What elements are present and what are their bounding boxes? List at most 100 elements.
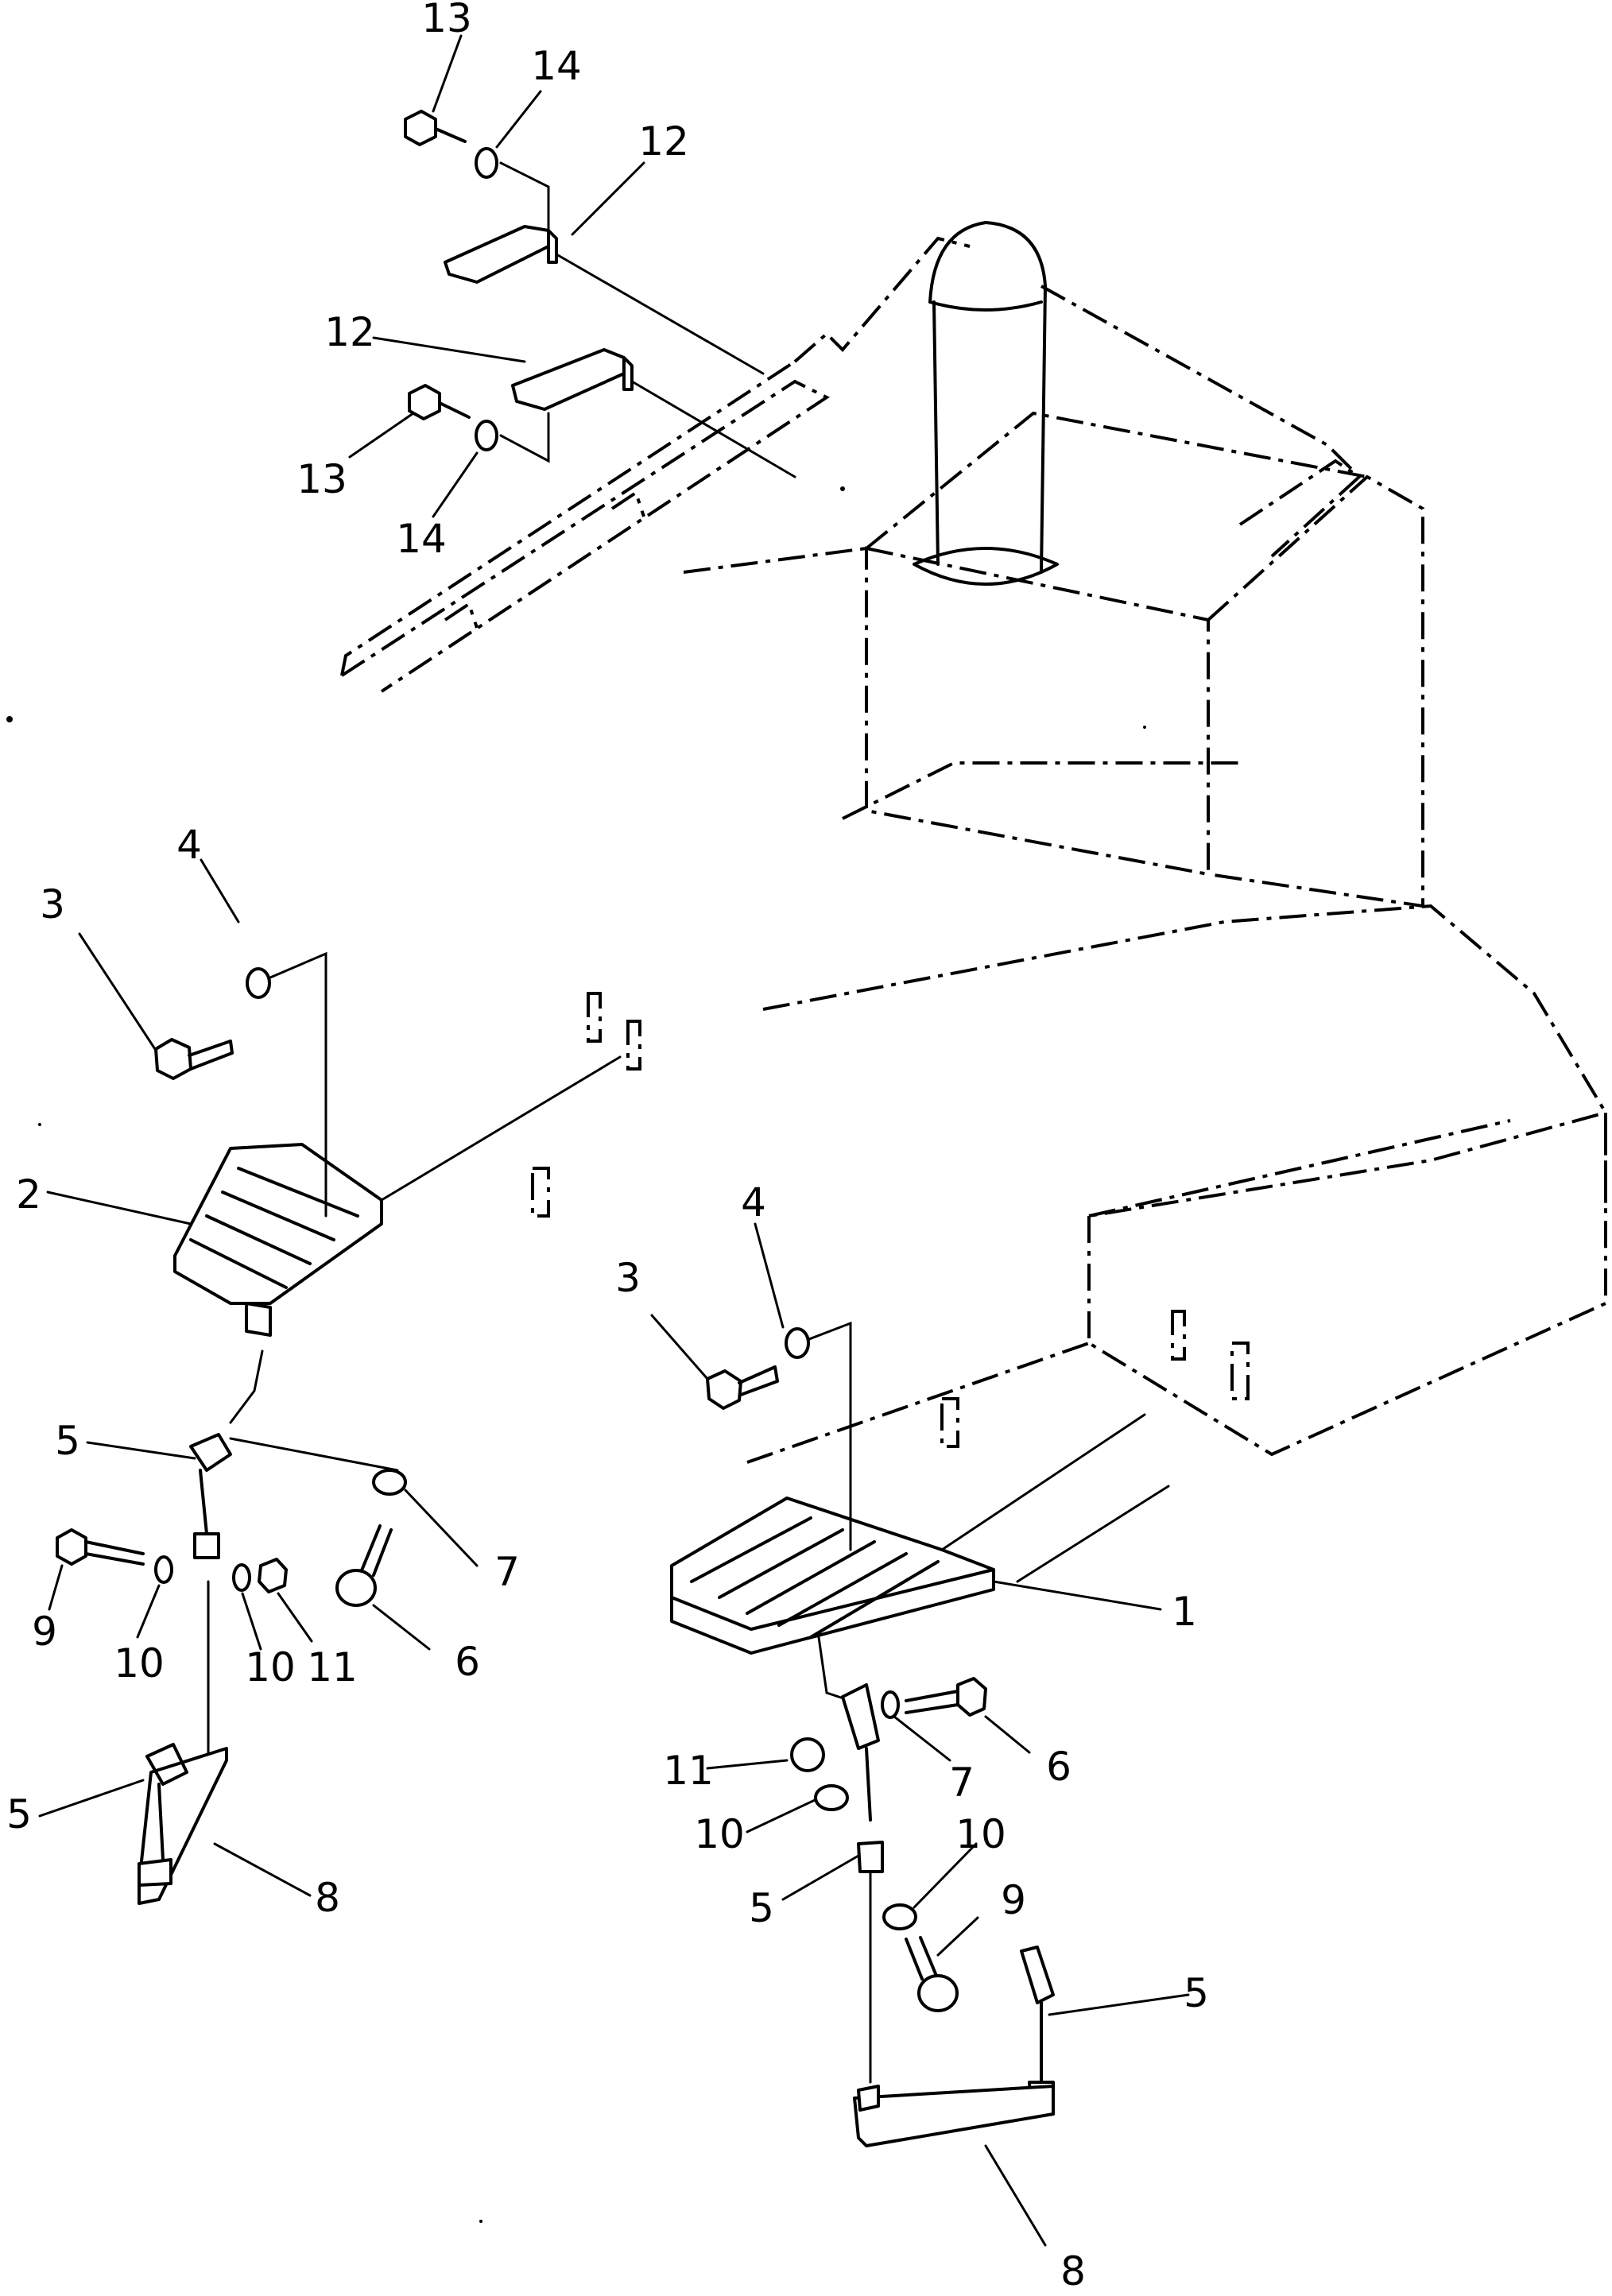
cable-clevis — [841, 1683, 880, 1750]
handle-mount-lines — [555, 253, 796, 478]
cable-5-left-upper — [189, 1433, 232, 1559]
side-box-top-edge — [1088, 1119, 1511, 1218]
step-left-mount-line — [380, 1055, 622, 1202]
bolt-shank — [738, 1365, 779, 1396]
callout-5-right-upper: 5 — [749, 1885, 774, 1931]
bolt-shank — [905, 1936, 938, 1980]
bolt-head — [706, 1369, 742, 1410]
bolt-head — [404, 110, 437, 146]
cab-side-face — [1207, 474, 1424, 908]
handrail-rear — [793, 236, 971, 363]
washer-4-left — [246, 967, 271, 999]
leader-lines — [38, 34, 1190, 2247]
handrail-right-end — [1238, 459, 1362, 558]
cable-clevis — [189, 1433, 232, 1472]
washer-10-right-a — [814, 1784, 849, 1811]
exhaust-pipe — [913, 221, 1059, 586]
callout-10-left-b: 10 — [245, 1644, 296, 1690]
cable-end — [193, 1532, 220, 1559]
step-left — [173, 1143, 383, 1337]
step-left-bolt-line — [269, 951, 327, 1218]
exhaust-pipe-base — [913, 547, 1059, 586]
upper-deck-line — [762, 904, 1607, 1208]
step-right-treads — [690, 1516, 940, 1639]
cab-front-face — [865, 546, 1210, 877]
stray-dots — [6, 486, 1146, 2223]
handle-assembly-lines — [499, 161, 550, 463]
callout-12-lower: 12 — [324, 309, 375, 355]
handrail-right-top — [1040, 285, 1353, 470]
bolt-shank — [84, 1540, 145, 1566]
machine-body-outline — [683, 411, 1607, 1464]
bolt-head — [917, 1974, 959, 2012]
callout-5-left-upper: 5 — [55, 1418, 80, 1464]
lever-end — [857, 2085, 880, 2112]
callout-12-upper: 12 — [638, 118, 689, 165]
bolt-6-right — [905, 1677, 987, 1717]
bolt-shank — [360, 1524, 393, 1577]
handrail-outline — [340, 236, 1362, 693]
bolt-shank — [905, 1690, 959, 1714]
lever-8-right — [853, 2085, 1055, 2147]
callout-4-right: 4 — [741, 1179, 766, 1225]
mount-slots-left — [531, 992, 641, 1218]
cable-end — [857, 1841, 884, 1873]
callout-7-left: 7 — [494, 1549, 520, 1595]
right-link-line — [817, 1636, 852, 1702]
callout-8-left: 8 — [315, 1875, 340, 1921]
washer-7-left — [372, 1469, 407, 1496]
callout-3-right: 3 — [615, 1255, 641, 1301]
step-right-body — [670, 1496, 995, 1655]
callout-10-right-b: 10 — [955, 1811, 1006, 1857]
callout-1: 1 — [1172, 1589, 1197, 1635]
nut-11-right — [790, 1737, 825, 1772]
step-left-treads — [189, 1167, 359, 1289]
cab-roof — [865, 411, 1368, 550]
bolt-head — [956, 1677, 987, 1717]
bolt-13-lower — [408, 384, 471, 420]
callout-6-left: 6 — [455, 1639, 480, 1685]
callout-5-right-lower: 5 — [1184, 1970, 1209, 2016]
step-right-bolt-line — [797, 1321, 852, 1551]
cable-rod — [865, 1747, 872, 1822]
bolt-head — [56, 1528, 87, 1566]
lever-clevis — [145, 1743, 188, 1786]
handle-upper-shape — [444, 225, 550, 284]
callout-5-left-lower: 5 — [6, 1791, 32, 1837]
bolt-6-left — [335, 1524, 393, 1607]
exhaust-pipe-ring — [928, 300, 1043, 312]
callout-2: 2 — [16, 1171, 41, 1218]
cable-5-right-upper — [841, 1683, 884, 1873]
bolt-shank — [188, 1040, 234, 1071]
callout-9-left: 9 — [32, 1609, 57, 1655]
callout-6-right: 6 — [1046, 1744, 1071, 1790]
bolt-shank — [434, 127, 467, 143]
handrail-post-b — [610, 490, 645, 517]
step-left-bracket — [245, 1302, 272, 1337]
bolt-13-upper — [404, 110, 467, 146]
bolt-head — [335, 1569, 377, 1607]
callout-13-lower: 13 — [296, 456, 347, 502]
handle-lower — [511, 348, 634, 411]
bolt-3-right — [706, 1365, 779, 1410]
callout-8-right: 8 — [1060, 2248, 1086, 2294]
bolt-3-left — [154, 1038, 234, 1080]
lever-end — [138, 1858, 172, 1887]
mount-slots-right — [940, 1310, 1250, 1448]
callout-4-left: 4 — [176, 822, 202, 868]
washer-14-upper — [475, 147, 498, 179]
lever-plate — [853, 2085, 1055, 2147]
handrail-long-top — [340, 360, 796, 676]
washer-14-lower — [475, 420, 498, 451]
washer-7-right — [881, 1690, 900, 1719]
handrail-post-a — [444, 601, 479, 629]
handle-upper-tab — [547, 229, 558, 264]
handle-lower-tab — [622, 356, 634, 391]
handle-upper — [444, 225, 558, 284]
handle-lower-shape — [511, 348, 626, 411]
left-link-line — [229, 1349, 264, 1424]
bolt-head — [408, 384, 441, 420]
left-link-line-2 — [229, 1437, 399, 1472]
washer-10-left-a — [154, 1555, 173, 1584]
cable-clevis — [1020, 1946, 1055, 2004]
